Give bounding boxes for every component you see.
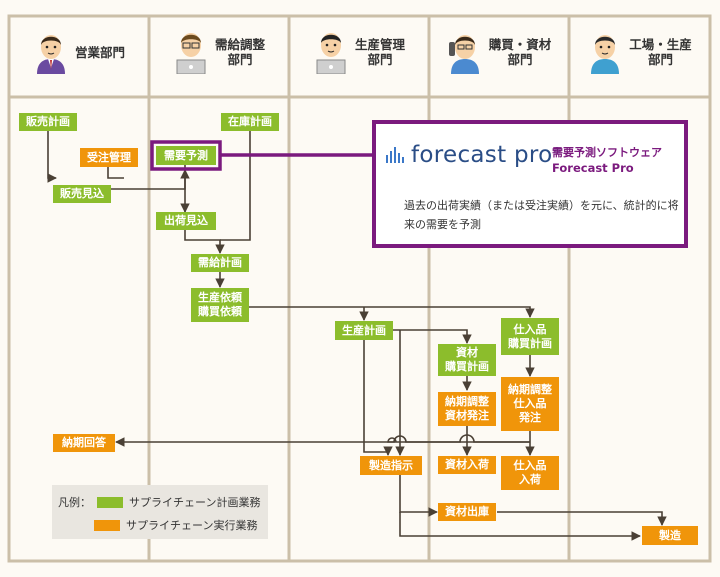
legend-planning: 凡例： サプライチェーン計画業務 — [58, 494, 260, 510]
forecast-highlight — [150, 140, 372, 171]
box-material-order: 納期調整 資材発注 — [438, 392, 496, 426]
box-goods-receipt: 仕入品 入荷 — [501, 456, 559, 490]
box-manufacturing: 製造 — [642, 526, 698, 545]
box-material-issue: 資材出庫 — [438, 503, 496, 521]
forecast-pro-title-en: Forecast Pro — [552, 161, 634, 175]
box-sales-plan: 販売計画 — [19, 113, 77, 131]
box-supply-demand-plan: 需給計画 — [191, 254, 249, 272]
legend-planning-label: サプライチェーン計画業務 — [129, 496, 261, 509]
box-production-purchase-request: 生産依頼 購買依頼 — [191, 288, 249, 322]
forecast-pro-title-jp: 需要予測ソフトウェア — [552, 146, 662, 159]
box-production-plan: 生産計画 — [335, 321, 393, 340]
box-material-purchase-plan: 資材 購買計画 — [438, 344, 496, 376]
header-supply-demand: 需給調整 部門 — [150, 18, 288, 86]
box-material-receipt: 資材入荷 — [438, 456, 496, 474]
forecast-pro-logo-text: forecast pro — [411, 142, 553, 168]
swimlane-grid — [7, 14, 712, 563]
person-with-laptop-icon — [316, 33, 346, 74]
box-inventory-plan: 在庫計画 — [221, 113, 279, 131]
person-icon — [591, 35, 620, 74]
legend-title: 凡例： — [58, 496, 91, 509]
department-label: 営業部門 — [74, 44, 125, 60]
department-label: 生産管理 部門 — [354, 37, 405, 67]
person-with-laptop-icon — [176, 33, 206, 74]
legend-swatch-orange — [94, 519, 120, 531]
person-icon — [36, 35, 65, 74]
box-manufacturing-order: 製造指示 — [360, 456, 422, 475]
legend: 凡例： サプライチェーン計画業務 サプライチェーン実行業務 — [52, 485, 268, 539]
box-shipment-forecast: 出荷見込 — [156, 212, 216, 230]
box-sales-forecast: 販売見込 — [53, 185, 111, 203]
forecast-pro-description: 過去の出荷実績（または受注実績）を元に、統計的に将来の需要を予測 — [404, 199, 679, 231]
department-label: 需給調整 部門 — [214, 37, 265, 67]
person-on-phone-icon — [448, 35, 479, 74]
box-delivery-reply: 納期回答 — [53, 434, 115, 452]
bar-chart-icon — [386, 146, 404, 163]
forecast-pro-logo: forecast pro® — [386, 142, 562, 168]
legend-execution-label: サプライチェーン実行業務 — [126, 519, 258, 532]
forecast-pro-callout: forecast pro® 需要予測ソフトウェア Forecast Pro 過去… — [372, 120, 688, 248]
header-sales: 営業部門 — [10, 18, 148, 86]
box-goods-order: 納期調整 仕入品 発注 — [501, 377, 559, 431]
flow-lines — [47, 131, 667, 541]
legend-execution: サプライチェーン実行業務 — [94, 517, 257, 533]
department-label: 購買・資材 部門 — [488, 37, 552, 67]
registered-mark: ® — [552, 146, 562, 157]
box-demand-forecast: 需要予測 — [156, 146, 216, 165]
box-goods-purchase-plan: 仕入品 購買計画 — [501, 318, 559, 355]
header-production-control: 生産管理 部門 — [290, 18, 428, 86]
department-label: 工場・生産 部門 — [629, 37, 692, 67]
box-order-management: 受注管理 — [80, 148, 138, 167]
header-factory: 工場・生産 部門 — [570, 18, 709, 86]
header-purchasing: 購買・資材 部門 — [430, 18, 568, 86]
legend-swatch-green — [97, 496, 123, 508]
